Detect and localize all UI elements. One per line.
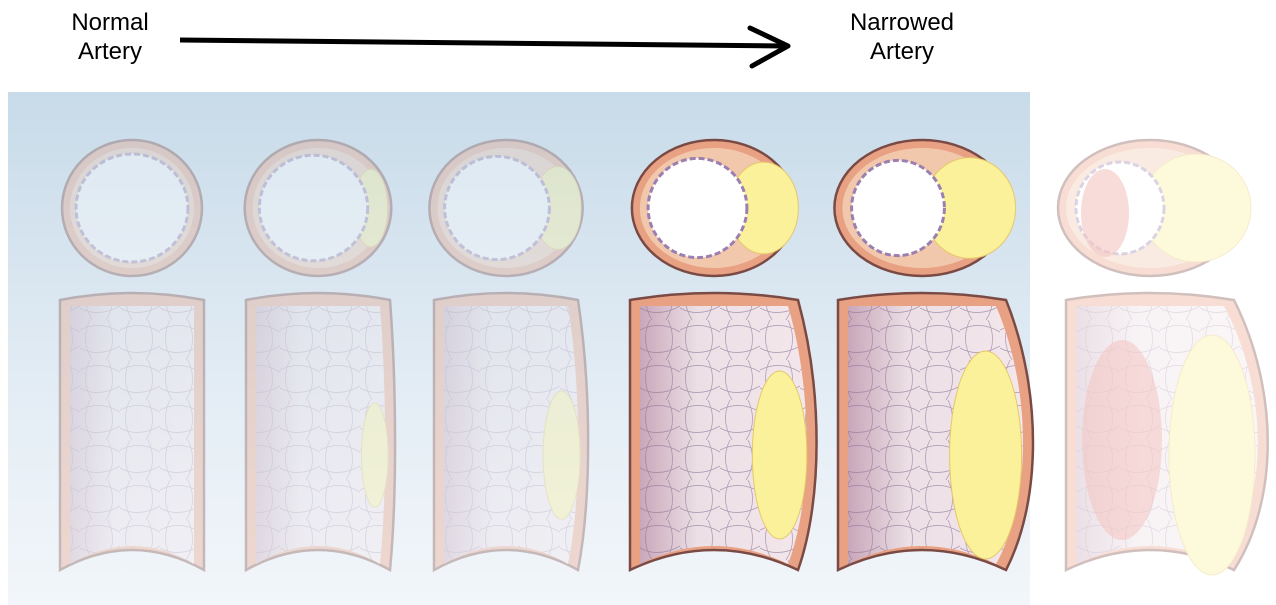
tube-endothelium-mesh: [70, 306, 194, 564]
artery-stage-2: [245, 140, 395, 570]
cross-section-lumen: [445, 156, 550, 259]
tube-clot: [1082, 340, 1162, 540]
cross-section-clot: [1081, 169, 1129, 257]
tube-plaque: [950, 351, 1022, 559]
artery-stage-1: [60, 140, 204, 570]
artery-stage-6: [1058, 140, 1268, 575]
tube-plaque: [543, 391, 580, 519]
tube-plaque: [362, 403, 389, 507]
cross-section-lumen: [259, 155, 367, 261]
cross-section-lumen: [852, 160, 945, 255]
cross-section-lumen: [76, 154, 188, 262]
tube-plaque: [752, 371, 807, 539]
artery-stage-3: [429, 140, 588, 570]
tube-plaque: [1169, 335, 1255, 575]
artery-stage-4: [630, 140, 817, 570]
cross-section-lumen: [648, 158, 747, 257]
artery-stage-5: [834, 140, 1033, 570]
